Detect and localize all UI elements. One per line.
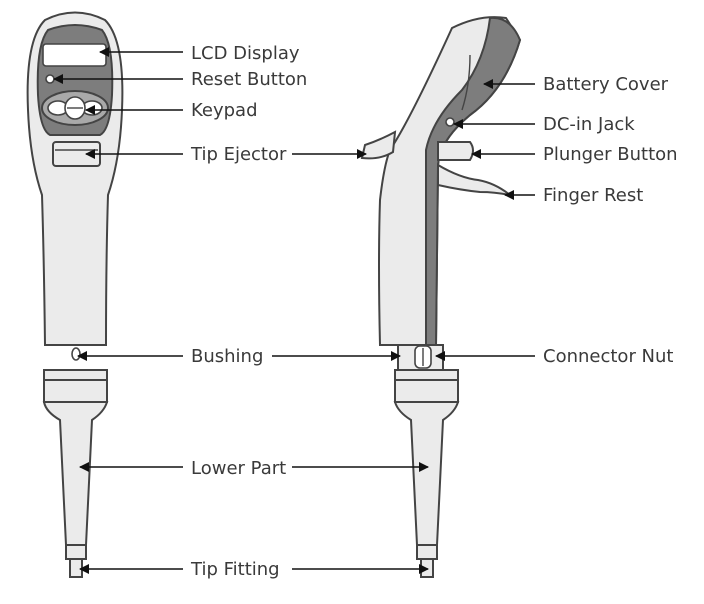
label-tip-ejector: Tip Ejector	[190, 144, 287, 165]
lcd-screen	[42, 43, 107, 67]
label-battery-cover: Battery Cover	[543, 74, 669, 95]
label-lower-part: Lower Part	[191, 458, 286, 479]
label-plunger-button: Plunger Button	[543, 144, 678, 165]
dc-in-jack-port[interactable]	[445, 117, 455, 127]
leader-lines	[53, 47, 535, 574]
front-collar-band	[43, 379, 108, 403]
side-view-pipette	[360, 16, 522, 578]
front-tip-fitting-lower	[69, 558, 83, 578]
front-tip-fitting-upper	[65, 544, 87, 560]
side-tip-fitting-lower	[420, 558, 434, 578]
side-tip-ejector[interactable]	[360, 130, 397, 160]
side-collar-band	[394, 379, 459, 403]
front-lower-part	[42, 401, 109, 546]
side-tip-fitting-upper	[416, 544, 438, 560]
side-collar	[394, 369, 459, 381]
front-collar	[43, 369, 108, 381]
label-finger-rest: Finger Rest	[543, 185, 643, 206]
label-reset-button: Reset Button	[191, 69, 307, 90]
label-dc-in-jack: DC-in Jack	[543, 114, 635, 135]
side-finger-rest	[437, 163, 511, 196]
front-bushing-hole	[71, 347, 81, 361]
front-view-pipette	[26, 11, 124, 578]
label-lcd-display: LCD Display	[191, 43, 300, 64]
label-tip-fitting: Tip Fitting	[190, 559, 280, 580]
side-plunger-button[interactable]	[437, 141, 474, 161]
labels: LCD Display Reset Button Keypad Tip Ejec…	[190, 43, 678, 580]
label-keypad: Keypad	[191, 100, 258, 121]
label-connector-nut: Connector Nut	[543, 346, 674, 367]
reset-button-dot[interactable]	[45, 74, 55, 84]
side-lower-part	[393, 401, 460, 546]
label-bushing: Bushing	[191, 346, 263, 367]
